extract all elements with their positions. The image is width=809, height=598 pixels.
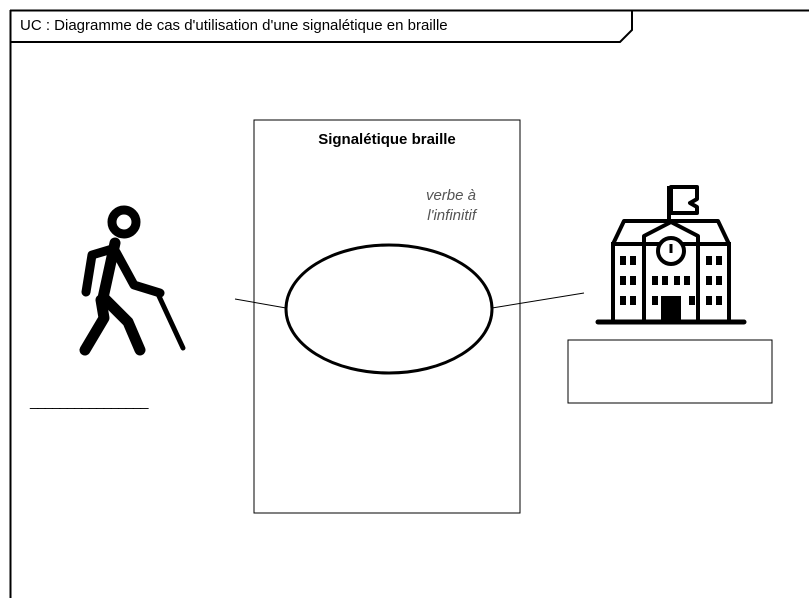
association-left[interactable] bbox=[234, 298, 287, 309]
walking-person-with-cane-icon[interactable] bbox=[79, 205, 186, 356]
school-building-icon[interactable] bbox=[595, 185, 747, 325]
use-case-hint[interactable]: verbe à l'infinitif bbox=[425, 187, 476, 224]
system-boundary[interactable] bbox=[253, 119, 521, 514]
system-title[interactable]: Signalétique braille bbox=[318, 131, 456, 148]
association-right[interactable] bbox=[491, 292, 585, 309]
frame-label[interactable]: UC : Diagramme de cas d'utilisation d'un… bbox=[20, 17, 448, 34]
actor-name-placeholder-left[interactable]: ________________ bbox=[30, 393, 148, 410]
flag-icon bbox=[669, 185, 699, 215]
use-case-ellipse[interactable] bbox=[284, 243, 494, 375]
uml-frame bbox=[9, 9, 809, 598]
frame-label-tab bbox=[10, 10, 633, 43]
actor-name-box-right[interactable] bbox=[567, 339, 773, 404]
